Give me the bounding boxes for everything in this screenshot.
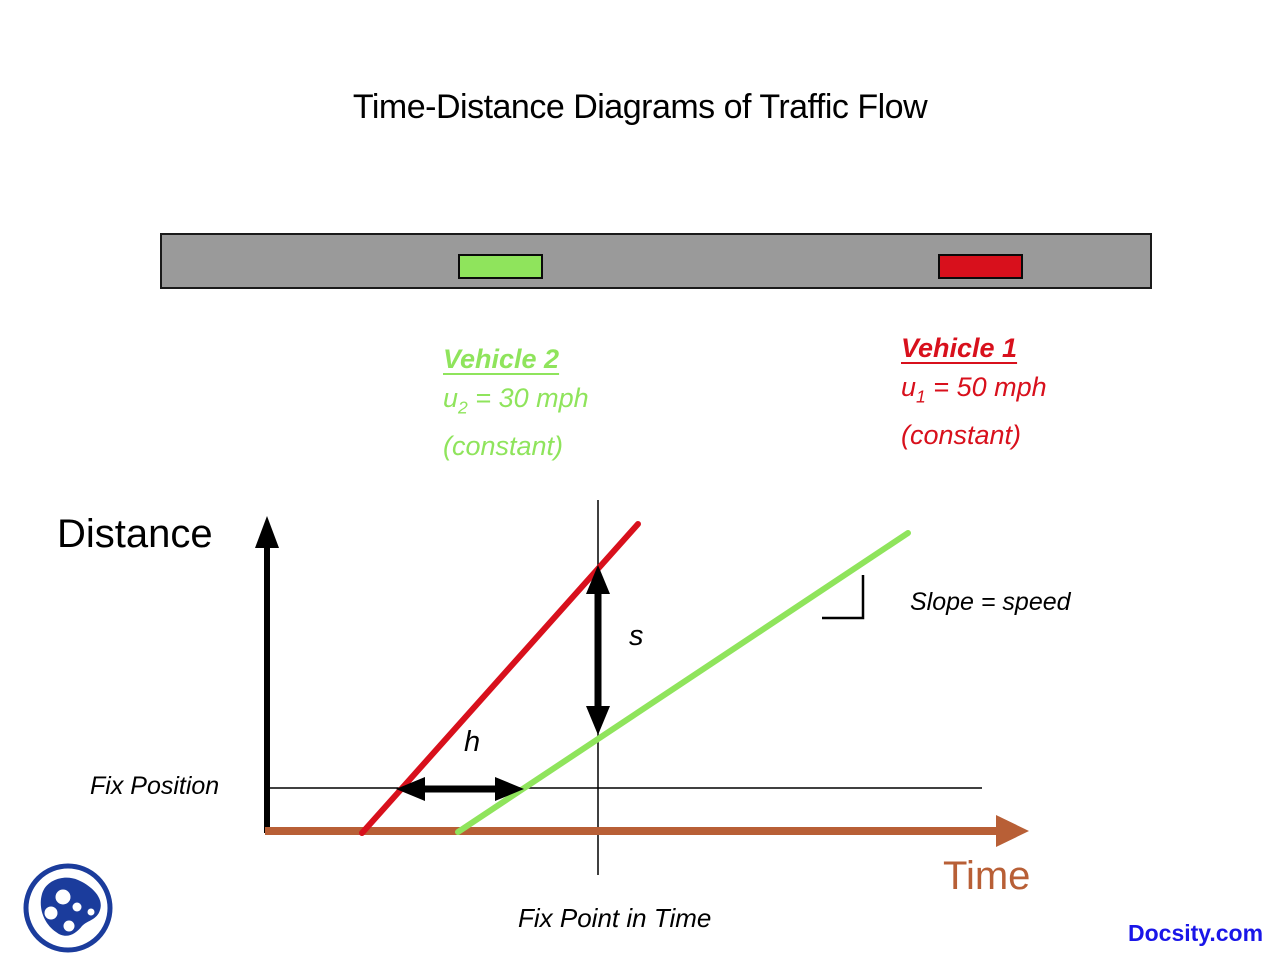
vehicle2-caption: Vehicle 2 u2 = 30 mph (constant) <box>443 340 589 466</box>
time-axis-label: Time <box>943 854 1031 898</box>
docsity-logo-icon <box>23 863 113 953</box>
vehicle2-car-icon <box>458 254 543 279</box>
headway-h-label: h <box>464 726 481 758</box>
vehicle2-name: Vehicle 2 <box>443 344 560 374</box>
vehicle1-name: Vehicle 1 <box>901 333 1018 363</box>
headway-arrow <box>396 777 524 801</box>
spacing-s-label: s <box>629 620 644 652</box>
distance-axis-arrow <box>255 516 279 833</box>
slope-speed-label: Slope = speed <box>910 588 1071 616</box>
vehicle1-trajectory-line <box>359 521 641 836</box>
docsity-watermark-link[interactable]: Docsity.com <box>1128 920 1264 946</box>
vehicle1-car-icon <box>938 254 1023 279</box>
time-axis-arrow <box>265 815 1029 847</box>
vehicle2-speed: u2 = 30 mph <box>443 383 589 418</box>
vehicle2-constant: (constant) <box>443 431 564 462</box>
fix-position-label: Fix Position <box>90 772 220 800</box>
road-bar <box>160 233 1152 289</box>
vehicle1-speed: u1 = 50 mph <box>901 372 1047 407</box>
fix-point-in-time-label: Fix Point in Time <box>518 903 712 933</box>
spacing-arrow <box>586 565 610 735</box>
vehicle1-caption: Vehicle 1 u1 = 50 mph (constant) <box>901 329 1047 455</box>
vehicle2-trajectory-line <box>455 530 911 835</box>
slope-angle-mark <box>822 575 865 620</box>
distance-axis-label: Distance <box>57 512 213 556</box>
slide-title: Time-Distance Diagrams of Traffic Flow <box>352 88 928 126</box>
vehicle1-constant: (constant) <box>901 420 1022 451</box>
